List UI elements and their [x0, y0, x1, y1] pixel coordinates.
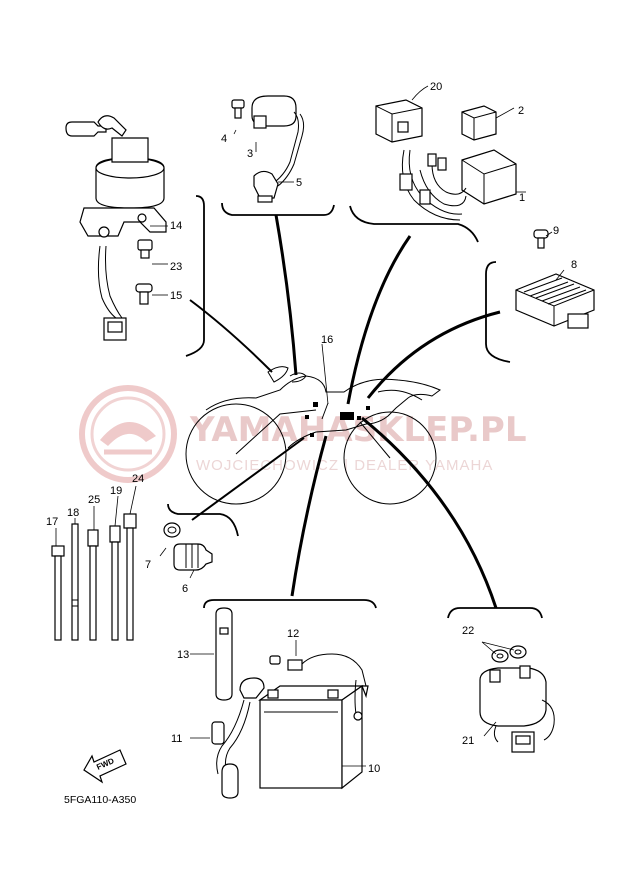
callout-4: 4 — [221, 133, 227, 145]
watermark: YAMAHASKLEP.PL WOJCIECHOWICZ | DEALER YA… — [79, 385, 527, 483]
relay-cdi-assembly — [375, 85, 526, 221]
callout-10: 10 — [368, 763, 380, 775]
connector-2 — [461, 105, 497, 141]
callout-7: 7 — [145, 559, 151, 571]
rectifier-regulator-assembly — [515, 229, 595, 329]
group-brackets — [167, 195, 543, 619]
bolt-4 — [231, 99, 245, 119]
battery-cable-12 — [269, 653, 369, 721]
callout-9: 9 — [553, 225, 559, 237]
callout-21: 21 — [462, 735, 474, 747]
starter-relay-assembly — [479, 641, 555, 753]
diagram-code: 5FGA110-A350 — [64, 794, 136, 806]
callout-labels: 1 2 3 4 5 6 7 8 9 10 11 12 13 14 15 16 1… — [46, 81, 577, 775]
fuse-holder-11 — [211, 677, 265, 799]
screw-15 — [135, 283, 153, 305]
motorcycle-outline — [185, 366, 441, 505]
callout-13: 13 — [177, 649, 189, 661]
cdi-unit-1 — [461, 149, 517, 205]
cable-tie-24 — [123, 513, 137, 641]
nuts-22 — [491, 645, 527, 663]
callout-14: 14 — [170, 220, 182, 232]
callout-17: 17 — [46, 516, 58, 528]
callout-23: 23 — [170, 261, 182, 273]
callout-15: 15 — [170, 290, 182, 302]
watermark-logo-icon — [79, 385, 177, 483]
callout-18: 18 — [67, 507, 79, 519]
cable-tie-25 — [87, 529, 99, 641]
main-switch-assembly — [65, 115, 168, 341]
callout-5: 5 — [296, 177, 302, 189]
cable-ties — [51, 485, 137, 641]
neutral-switch-assembly — [159, 522, 213, 579]
callout-22: 22 — [462, 625, 474, 637]
collar-23 — [137, 239, 153, 259]
callout-25: 25 — [88, 494, 100, 506]
battery-assembly — [190, 607, 369, 799]
key-icon — [65, 115, 127, 137]
callout-1: 1 — [519, 192, 525, 204]
callout-24: 24 — [132, 473, 144, 485]
callout-20: 20 — [430, 81, 442, 93]
cable-tie-17 — [51, 545, 65, 641]
group-leader-lines — [189, 214, 501, 609]
callout-6: 6 — [182, 583, 188, 595]
cable-tie-19 — [109, 525, 121, 641]
callout-12: 12 — [287, 628, 299, 640]
battery-10 — [258, 684, 364, 790]
cable-tie-18 — [71, 523, 79, 641]
callout-8: 8 — [571, 259, 577, 271]
callout-19: 19 — [110, 485, 122, 497]
relay-20 — [375, 99, 423, 143]
ignition-coil-assembly — [231, 95, 305, 203]
callout-16: 16 — [321, 334, 333, 346]
callout-3: 3 — [247, 148, 253, 160]
bolt-9 — [533, 229, 549, 249]
fwd-arrow-icon: FWD — [83, 749, 127, 784]
callout-2: 2 — [518, 105, 524, 117]
battery-band-13 — [215, 607, 233, 701]
callout-11: 11 — [171, 733, 182, 745]
